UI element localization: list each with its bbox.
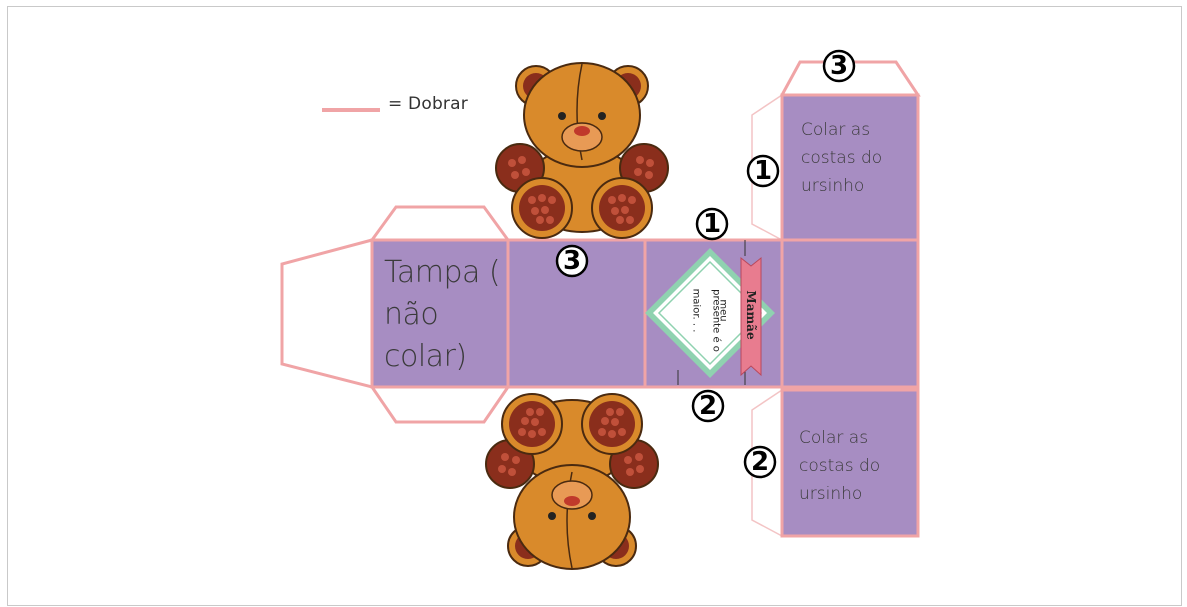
number-circle-3-panel <box>555 244 589 278</box>
glue-panel-top <box>780 93 920 242</box>
gift-tag-icon <box>645 248 775 378</box>
tag-line-3: maior. . . <box>690 288 702 333</box>
number-1-tag: 1 <box>702 209 722 239</box>
lid-flap-side <box>280 238 374 389</box>
number-circle-1-right <box>746 154 780 188</box>
number-circle-3-top <box>822 49 856 83</box>
number-2-right: 2 <box>750 447 770 477</box>
lid-panel <box>370 238 510 389</box>
teddy-bear-top-icon <box>495 62 669 239</box>
teddy-bear-bottom-icon <box>485 393 659 570</box>
lid-flap-top <box>369 205 511 242</box>
lid-flap-bottom <box>369 385 511 424</box>
glue-bottom-label: Colar as costas do ursinho <box>799 428 881 504</box>
number-circle-2-tag <box>691 389 725 423</box>
tag-ribbon-label: Mamãe <box>744 290 758 340</box>
number-circle-1-tag <box>695 207 729 241</box>
legend-label: = Dobrar <box>388 94 468 114</box>
number-3-top: 3 <box>829 51 849 81</box>
number-2-tag: 2 <box>698 391 718 421</box>
tag-line-2: presente é o <box>710 289 722 352</box>
number-3-panel: 3 <box>562 246 582 276</box>
panel-4 <box>780 238 920 389</box>
glue-panel-bottom <box>780 388 920 538</box>
lid-panel-label: Tampa ( não colar) <box>384 255 501 374</box>
glue-top-label: Colar as costas do ursinho <box>801 120 883 196</box>
number-circle-2-right <box>743 445 777 479</box>
number-1-right: 1 <box>753 156 773 186</box>
